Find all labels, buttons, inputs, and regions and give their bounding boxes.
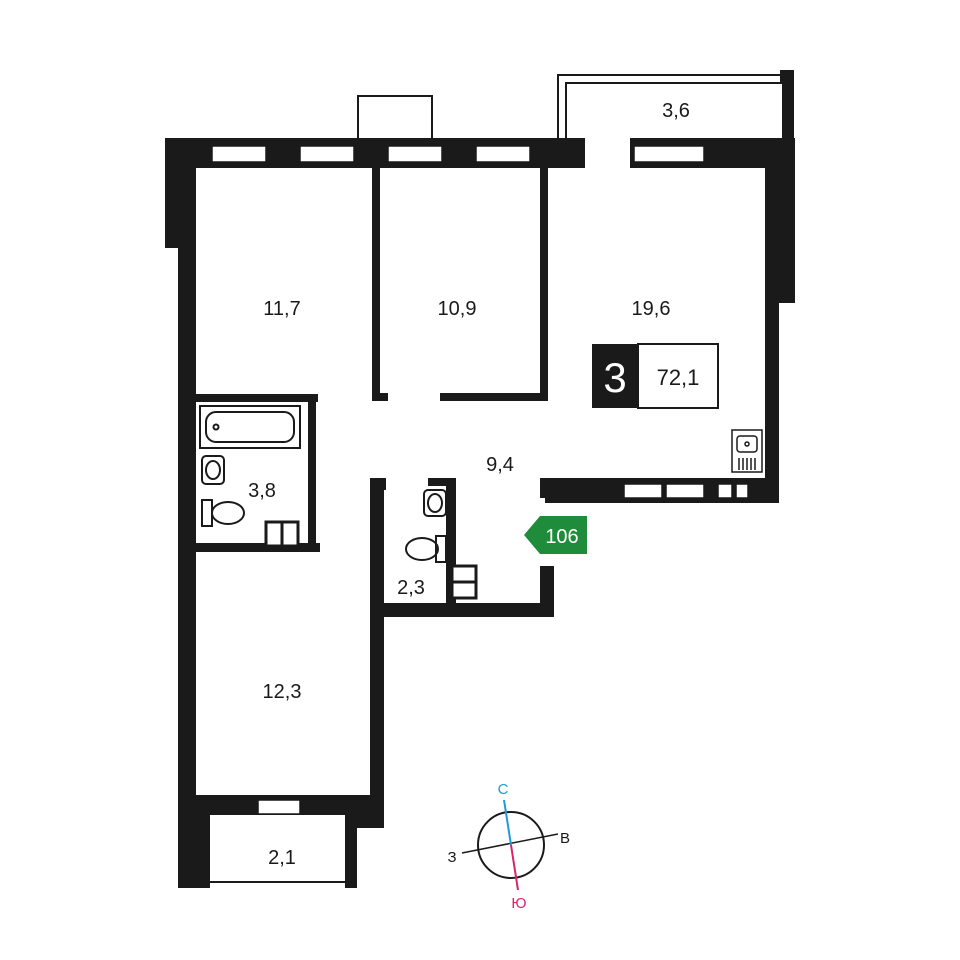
toilet-icon: [201, 499, 245, 527]
area-bedroom-3: 12,3: [263, 681, 302, 703]
area-bedroom-1: 11,7: [263, 298, 300, 320]
bay-window-top: [357, 95, 433, 141]
area-bedroom-2: 10,9: [438, 298, 477, 320]
area-living-room: 19,6: [632, 298, 671, 320]
apartment-badge: 3 72,1: [592, 343, 719, 409]
compass-north-label: С: [498, 781, 509, 798]
kitchen-sink-icon: [731, 429, 763, 473]
area-bathroom: 3,8: [248, 480, 276, 502]
compass-north-line: [503, 799, 512, 846]
shafts: [264, 520, 478, 600]
washbasin-icon: [201, 455, 225, 485]
total-area: 72,1: [657, 365, 700, 390]
compass-west-label: З: [447, 849, 456, 866]
area-balcony-bottom: 2,1: [268, 847, 296, 869]
bathtub-icon: [199, 405, 301, 449]
compass-south-label: Ю: [511, 895, 526, 912]
rooms-count: 3: [603, 354, 626, 401]
entrance-marker: 106: [524, 516, 587, 554]
wc-toilet-icon: [405, 535, 447, 563]
entrance-arrow-icon: [524, 516, 587, 554]
compass: С Ю В З: [447, 781, 570, 912]
wc-washbasin-icon: [423, 489, 447, 517]
compass-south-line: [510, 844, 519, 891]
compass-east-label: В: [560, 830, 570, 847]
area-hall: 9,4: [486, 454, 514, 476]
apartment-number: 106: [545, 526, 578, 548]
area-wc: 2,3: [397, 577, 425, 599]
interior-walls: [194, 168, 548, 604]
windows: [211, 145, 749, 815]
exterior-walls: [165, 138, 795, 888]
balcony-top-side-wall: [782, 84, 794, 140]
balcony-top-post: [780, 70, 794, 84]
area-balcony-top: 3,6: [662, 100, 690, 122]
